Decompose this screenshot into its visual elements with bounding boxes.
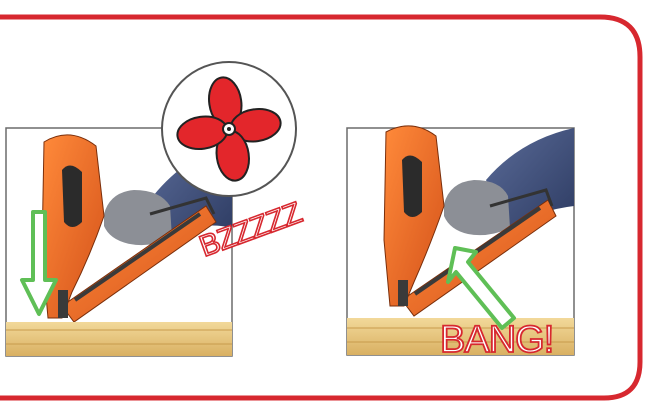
bang-sound-label: BANG! [440,319,553,361]
fan-icon [162,62,296,196]
